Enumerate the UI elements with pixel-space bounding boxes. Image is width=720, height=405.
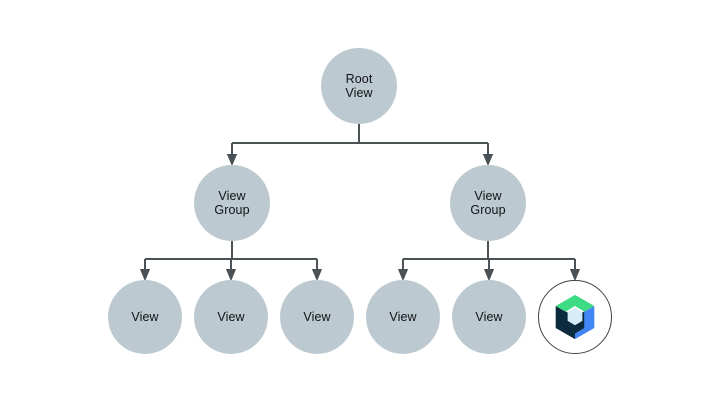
node-view-2[interactable]: View [194, 280, 268, 354]
node-view-3[interactable]: View [280, 280, 354, 354]
node-root-view-label: Root View [345, 71, 373, 101]
node-viewgroup-left-label: View Group [214, 188, 250, 218]
node-view-4-label: View [389, 309, 417, 324]
node-view-2-label: View [217, 309, 245, 324]
node-view-4[interactable]: View [366, 280, 440, 354]
node-view-5[interactable]: View [452, 280, 526, 354]
node-root-view[interactable]: Root View [321, 48, 397, 124]
node-view-1[interactable]: View [108, 280, 182, 354]
node-view-5-label: View [475, 309, 503, 324]
node-viewgroup-left[interactable]: View Group [194, 165, 270, 241]
jetpack-compose-icon [552, 294, 598, 340]
node-view-3-label: View [303, 309, 331, 324]
node-viewgroup-right[interactable]: View Group [450, 165, 526, 241]
node-view-1-label: View [131, 309, 159, 324]
node-viewgroup-right-label: View Group [470, 188, 506, 218]
node-compose[interactable] [538, 280, 612, 354]
